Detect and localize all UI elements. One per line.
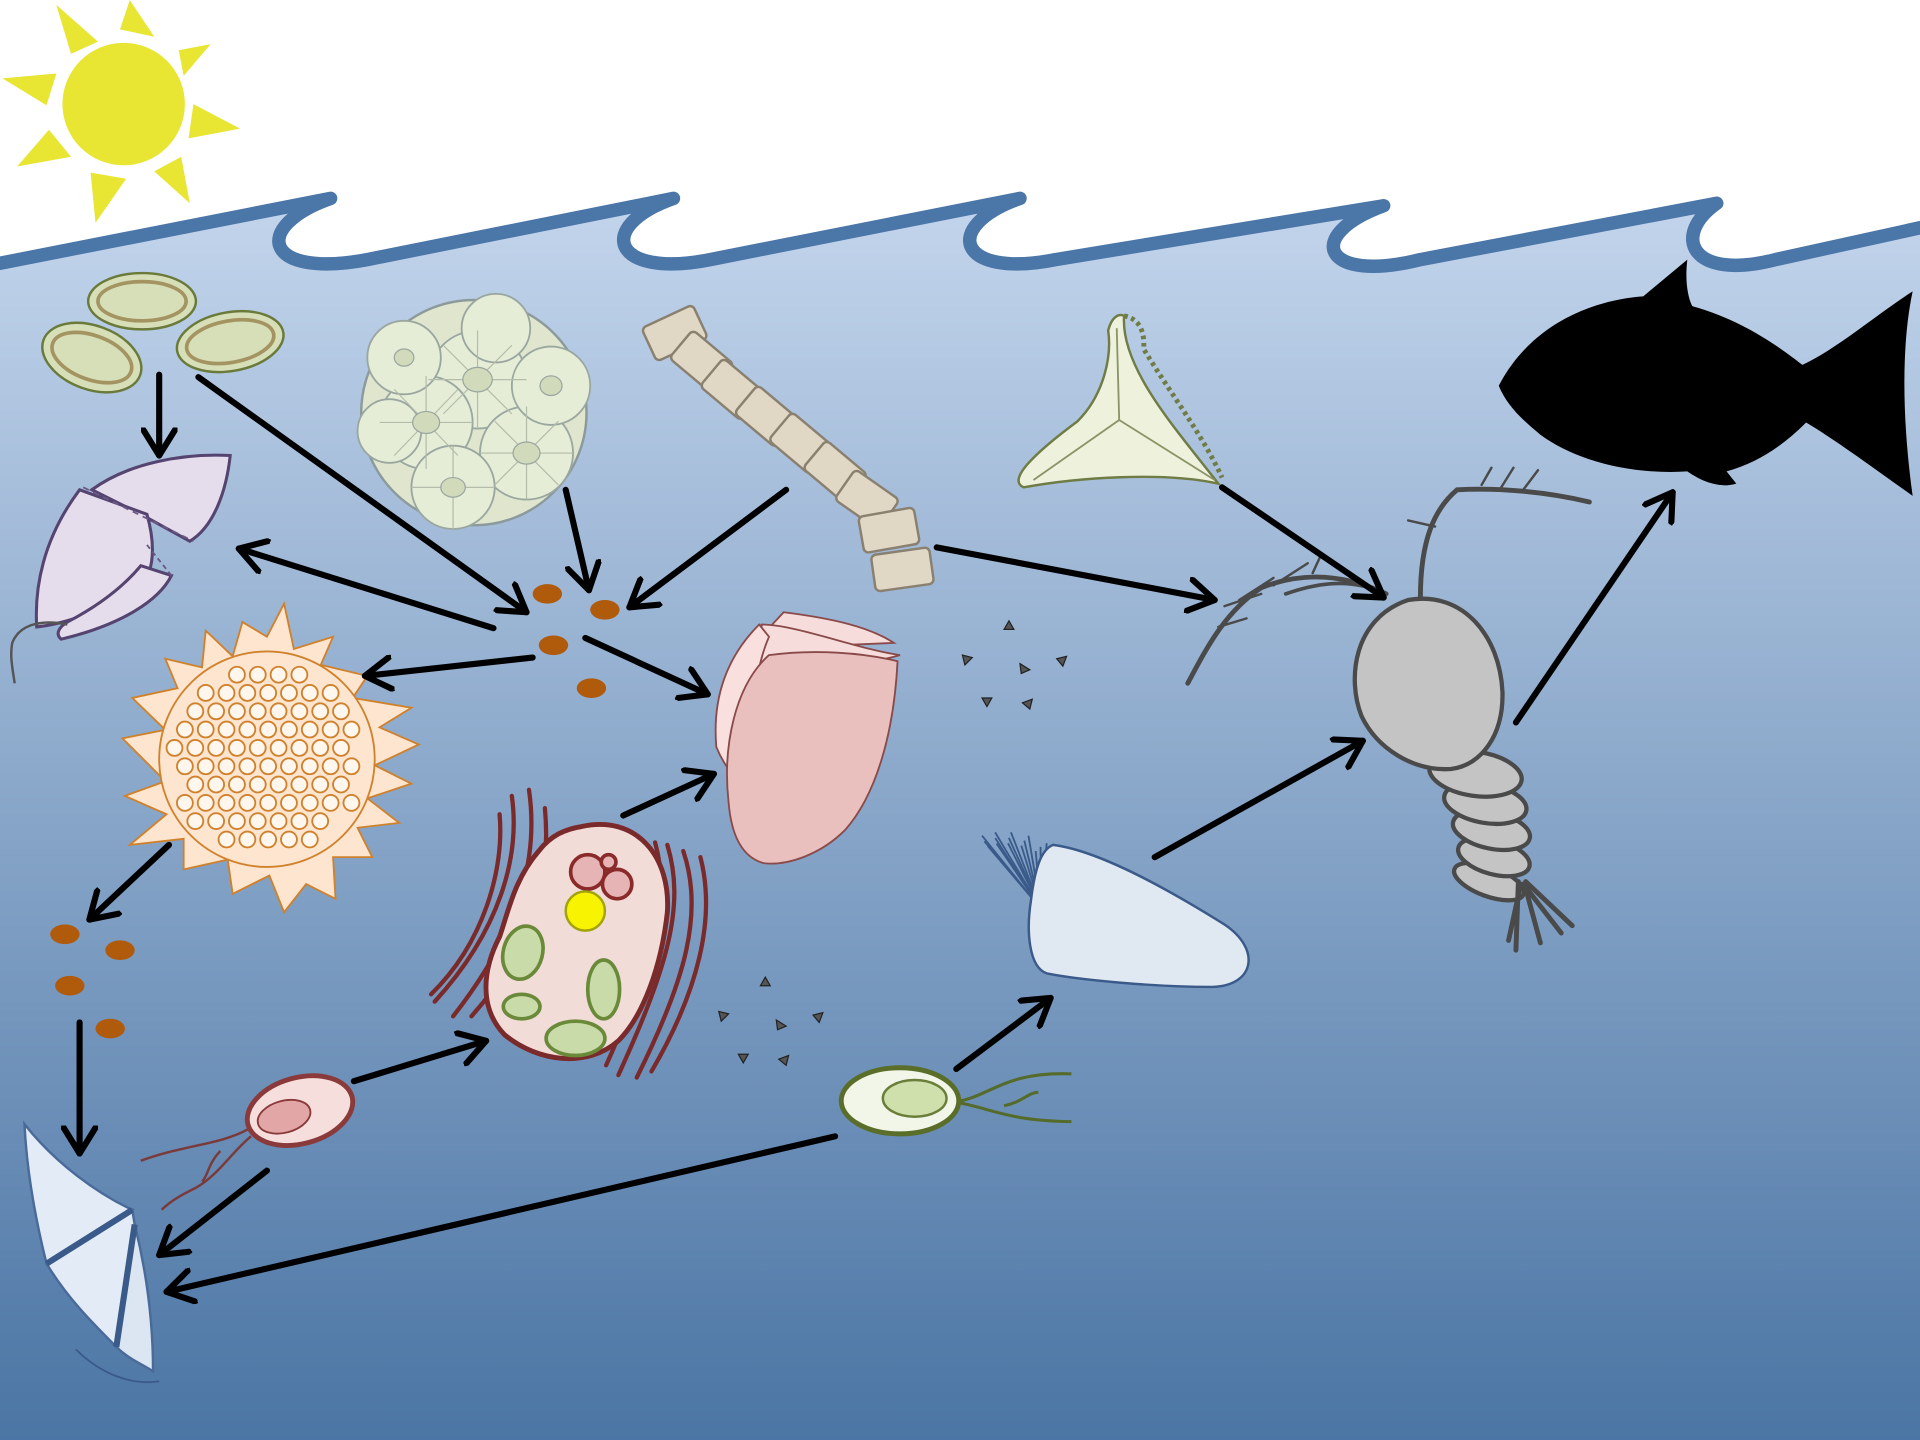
radiolarian-bubble bbox=[333, 777, 349, 793]
radiolarian-bubble bbox=[208, 740, 224, 756]
radiolarian-bubble bbox=[187, 703, 203, 719]
radiolarian-bubble bbox=[271, 740, 287, 756]
radiolarian-bubble bbox=[187, 740, 203, 756]
radiolarian-bubble bbox=[219, 758, 235, 774]
radiolarian-bubble bbox=[271, 777, 287, 793]
radiolarian-bubble bbox=[198, 795, 214, 811]
radiolarian-bubble bbox=[177, 758, 193, 774]
radiolarian-bubble bbox=[281, 758, 297, 774]
radiolarian-bubble bbox=[291, 777, 307, 793]
radiolarian-bubble bbox=[239, 722, 255, 738]
radiolarian-bubble bbox=[291, 667, 307, 683]
radiolarian-bubble bbox=[239, 685, 255, 701]
radiolarian-bubble bbox=[260, 832, 276, 848]
radiolarian-bubble bbox=[302, 722, 318, 738]
radiolarian-bubble bbox=[239, 832, 255, 848]
radiolarian-bubble bbox=[239, 795, 255, 811]
radiolarian-bubble bbox=[219, 795, 235, 811]
radiolarian-bubble bbox=[229, 667, 245, 683]
radiolarian-bubble bbox=[281, 832, 297, 848]
radiolarian-bubble bbox=[323, 795, 339, 811]
radiolarian-bubble bbox=[229, 740, 245, 756]
radiolarian-bubble bbox=[229, 813, 245, 829]
radiolarian-bubble bbox=[333, 703, 349, 719]
radiolarian-bubble bbox=[260, 758, 276, 774]
radiolarian-bubble bbox=[250, 740, 266, 756]
radiolarian-bubble bbox=[219, 722, 235, 738]
radiolarian-bubble bbox=[250, 813, 266, 829]
radiolarian-bubble bbox=[323, 758, 339, 774]
radiolarian-bubble bbox=[177, 722, 193, 738]
radiolarian-bubble bbox=[302, 758, 318, 774]
radiolarian-bubble bbox=[198, 722, 214, 738]
radiolarian-bubble bbox=[343, 758, 359, 774]
radiolarian-bubble bbox=[302, 832, 318, 848]
radiolarian-bubble bbox=[302, 685, 318, 701]
radiolarian-bubble bbox=[271, 813, 287, 829]
radiolarian-bubble bbox=[260, 795, 276, 811]
radiolarian-bubble bbox=[312, 703, 328, 719]
radiolarian-bubble bbox=[323, 685, 339, 701]
radiolarian-bubble bbox=[271, 667, 287, 683]
radiolarian-bubble bbox=[323, 722, 339, 738]
radiolarian-bubble bbox=[343, 722, 359, 738]
radiolarian-bubble bbox=[219, 832, 235, 848]
radiolarian-bubble bbox=[281, 685, 297, 701]
radiolarian-bubble bbox=[239, 758, 255, 774]
radiolarian-bubble bbox=[198, 685, 214, 701]
radiolarian-bubble bbox=[219, 685, 235, 701]
radiolarian-bubble bbox=[260, 685, 276, 701]
radiolarian-bubble bbox=[260, 722, 276, 738]
radiolarian-bubble bbox=[281, 795, 297, 811]
radiolarian-bubble bbox=[167, 740, 183, 756]
radiolarian-bubble bbox=[177, 795, 193, 811]
radiolarian-bubble bbox=[312, 740, 328, 756]
radiolarian-bubble bbox=[291, 740, 307, 756]
radiolarian-bubble bbox=[291, 703, 307, 719]
radiolarian-bubble bbox=[250, 703, 266, 719]
radiolarian-bubble bbox=[198, 758, 214, 774]
radiolarian-bubble bbox=[208, 813, 224, 829]
radiolarian-bubble bbox=[291, 813, 307, 829]
radiolarian-bubble bbox=[333, 740, 349, 756]
radiolarian-bubble bbox=[229, 777, 245, 793]
radiolarian-bubble bbox=[187, 777, 203, 793]
radiolarian-bubble bbox=[208, 777, 224, 793]
radiolarian-bubble bbox=[302, 795, 318, 811]
radiolarian-bubble bbox=[187, 813, 203, 829]
radiolarian-bubble bbox=[312, 813, 328, 829]
radiolarian-bubble bbox=[312, 777, 328, 793]
radiolarian-bubble bbox=[281, 722, 297, 738]
radiolarian-bubble bbox=[343, 795, 359, 811]
radiolarian-bubble bbox=[229, 703, 245, 719]
radiolarian-bubble bbox=[250, 667, 266, 683]
radiolarian-bubble bbox=[208, 703, 224, 719]
radiolarian-bubble bbox=[271, 703, 287, 719]
radiolarian-bubble bbox=[250, 777, 266, 793]
